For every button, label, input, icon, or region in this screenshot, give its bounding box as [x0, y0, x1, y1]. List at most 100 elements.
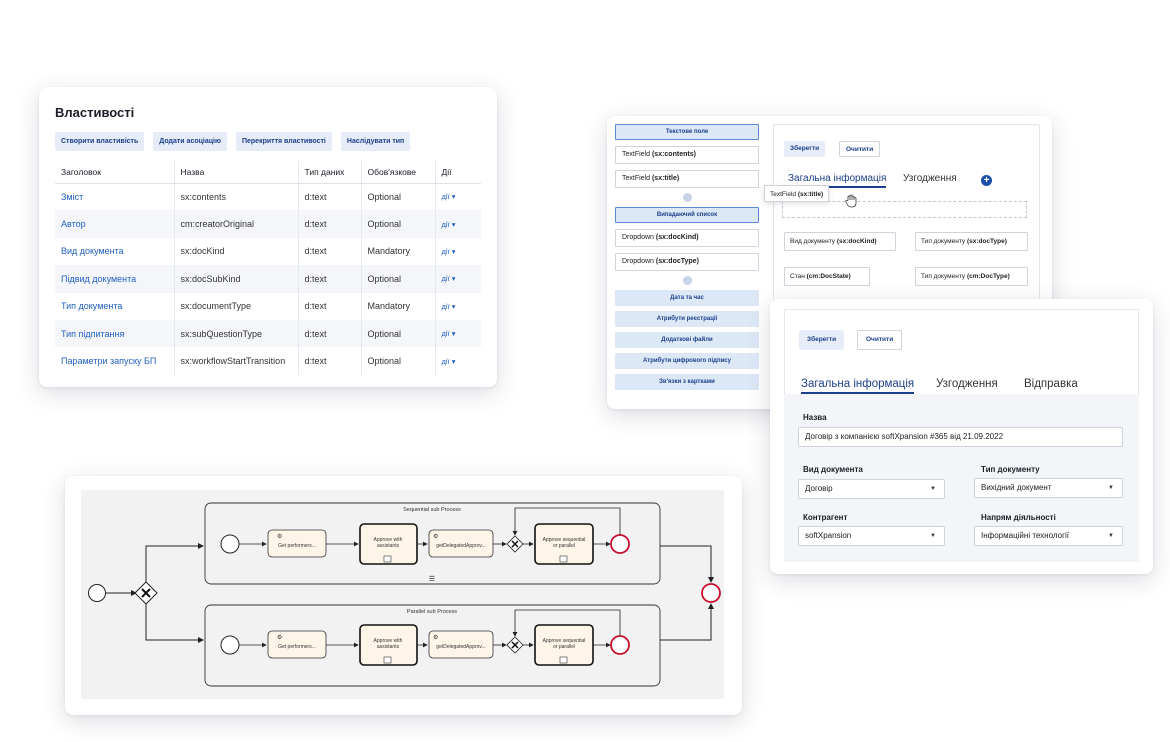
property-title-link[interactable]: Автор: [55, 210, 175, 238]
properties-table: Заголовок Назва Тип даних Обов'язкове Ді…: [55, 161, 481, 375]
end-event[interactable]: [701, 583, 721, 603]
add-association-button[interactable]: Додати асоціацію: [153, 132, 227, 151]
svg-text:getDelegatedApprov...: getDelegatedApprov...: [436, 644, 485, 650]
property-title-link[interactable]: Підвид документа: [55, 265, 175, 293]
digital-signature-section[interactable]: Атрибути цифрового підпису: [615, 353, 759, 369]
svg-text:getDelegatedApprov...: getDelegatedApprov...: [436, 543, 485, 549]
property-required: Mandatory: [361, 292, 436, 320]
properties-panel: Властивості Створити властивість Додати …: [39, 87, 497, 387]
start-event[interactable]: [88, 584, 106, 602]
doc-kind-select[interactable]: Договір▼: [798, 479, 945, 499]
direction-select[interactable]: Інформаційні технології▼: [974, 526, 1123, 546]
actions-dropdown[interactable]: дії ▾: [435, 319, 481, 348]
property-title-link[interactable]: Параметри запуску БП: [55, 347, 175, 375]
form-field[interactable]: Тип документу (cm:DocType): [915, 267, 1028, 286]
actions-dropdown[interactable]: дії ▾: [441, 246, 456, 256]
property-type: d:text: [298, 210, 362, 238]
name-input[interactable]: Договір з компанією softXpansion #365 ві…: [798, 427, 1123, 447]
actions-dropdown[interactable]: дії ▾: [435, 210, 481, 238]
dragged-text-field[interactable]: TextField (sx:title): [764, 185, 830, 202]
create-property-button[interactable]: Створити властивість: [55, 132, 145, 151]
override-property-button[interactable]: Перекриття властивості: [235, 132, 332, 151]
property-name: sx:documentType: [174, 292, 299, 320]
palette-text-field[interactable]: TextField (sx:title): [615, 170, 759, 188]
palette-dropdown-field[interactable]: Dropdown (sx:docType): [615, 253, 759, 271]
palette-text-field[interactable]: TextField (sx:contents): [615, 146, 759, 164]
actions-dropdown[interactable]: дії ▾: [441, 192, 456, 202]
column-header-actions: Дії: [435, 161, 481, 184]
svg-text:Approve sequential: Approve sequential: [543, 537, 586, 543]
form-field[interactable]: Вид документу (sx:docKind): [784, 232, 896, 251]
tab-dispatch[interactable]: Відправка: [1024, 378, 1078, 390]
parallel-subprocess[interactable]: Parallel sub Process ⚙ Get performers...…: [204, 604, 661, 687]
task-get-delegated: [428, 529, 494, 558]
parallel-gateway[interactable]: [134, 581, 158, 605]
text-field-section-header[interactable]: Текстове поле: [615, 124, 759, 140]
tab-general-info[interactable]: Загальна інформація: [801, 378, 915, 394]
bpmn-diagram: Sequential sub Process ☰ ⚙ Get performer…: [81, 490, 724, 699]
clear-button[interactable]: Очитити: [857, 330, 903, 350]
svg-text:Approve sequential: Approve sequential: [543, 638, 586, 644]
add-tab-icon[interactable]: +: [981, 175, 992, 186]
collapse-marker-icon: ☰: [429, 576, 435, 583]
additional-files-section[interactable]: Додаткові файли: [615, 332, 759, 348]
sequential-subprocess[interactable]: Sequential sub Process ☰ ⚙ Get performer…: [204, 502, 661, 585]
grab-cursor-icon: [845, 194, 857, 208]
component-palette: Текстове поле TextField (sx:contents) Te…: [615, 124, 759, 390]
form-header: Зберегти Очитити Загальна інформація Узг…: [784, 309, 1139, 394]
property-name: sx:docKind: [174, 237, 299, 266]
property-title-link[interactable]: Вид документа: [55, 237, 175, 266]
bpmn-canvas: Sequential sub Process ☰ ⚙ Get performer…: [88, 502, 721, 687]
counterparty-select[interactable]: softXpansion▼: [798, 526, 945, 546]
card-links-section[interactable]: Зв'язки з картками: [615, 374, 759, 390]
bpmn-panel: Sequential sub Process ☰ ⚙ Get performer…: [65, 476, 742, 715]
dropdown-section-header[interactable]: Випадаючий список: [615, 207, 759, 223]
form-field[interactable]: Стан (cm:DocState): [784, 267, 870, 286]
direction-label: Напрям діяльності: [981, 513, 1056, 522]
svg-text:Get performers...: Get performers...: [278, 644, 316, 650]
tab-approval[interactable]: Узгодження: [936, 378, 998, 390]
property-type: d:text: [298, 319, 362, 348]
actions-dropdown[interactable]: дії ▾: [435, 265, 481, 293]
property-type: d:text: [298, 292, 362, 320]
inherit-type-button[interactable]: Наслідувати тип: [340, 132, 411, 151]
save-button[interactable]: Зберегти: [784, 141, 826, 157]
form-field[interactable]: Тип документу (sx:docType): [915, 232, 1028, 251]
add-dropdown-icon[interactable]: [682, 276, 692, 285]
clear-button[interactable]: Очитити: [839, 141, 881, 157]
property-name: sx:docSubKind: [174, 265, 299, 293]
property-required: Optional: [361, 210, 436, 238]
doc-type-select[interactable]: Вихідний документ▼: [974, 478, 1123, 498]
add-text-field-icon[interactable]: [682, 193, 692, 202]
table-header-row: Заголовок Назва Тип даних Обов'язкове Ді…: [55, 161, 481, 184]
property-title-link[interactable]: Тип документа: [55, 292, 175, 320]
task-get-delegated: [428, 630, 494, 659]
tab-approval[interactable]: Узгодження: [903, 173, 957, 184]
property-required: Mandatory: [361, 237, 436, 266]
column-header-type: Тип даних: [298, 161, 362, 184]
sequential-subprocess-title: Sequential sub Process: [403, 507, 461, 513]
property-type: d:text: [298, 347, 362, 375]
tab-general-info[interactable]: Загальна інформація: [788, 173, 887, 188]
property-title-link[interactable]: Зміст: [55, 183, 175, 211]
property-required: Optional: [361, 265, 436, 293]
property-title-link[interactable]: Тип підпитання: [55, 319, 175, 348]
property-type: d:text: [298, 183, 362, 211]
date-time-section[interactable]: Дата та час: [615, 290, 759, 306]
svg-text:⚙: ⚙: [433, 634, 438, 641]
property-required: Optional: [361, 183, 436, 211]
drop-zone[interactable]: [782, 201, 1027, 218]
palette-dropdown-field[interactable]: Dropdown (sx:docKind): [615, 229, 759, 247]
actions-dropdown[interactable]: дії ▾: [441, 356, 456, 366]
registration-attributes-section[interactable]: Атрибути реєстрації: [615, 311, 759, 327]
property-type: d:text: [298, 265, 362, 293]
save-button[interactable]: Зберегти: [799, 330, 845, 350]
subprocess-end-event: [610, 635, 630, 655]
actions-dropdown[interactable]: дії ▾: [441, 301, 456, 311]
properties-toolbar: Створити властивість Додати асоціацію Пе…: [55, 132, 481, 151]
svg-text:Get performers...: Get performers...: [278, 543, 316, 549]
